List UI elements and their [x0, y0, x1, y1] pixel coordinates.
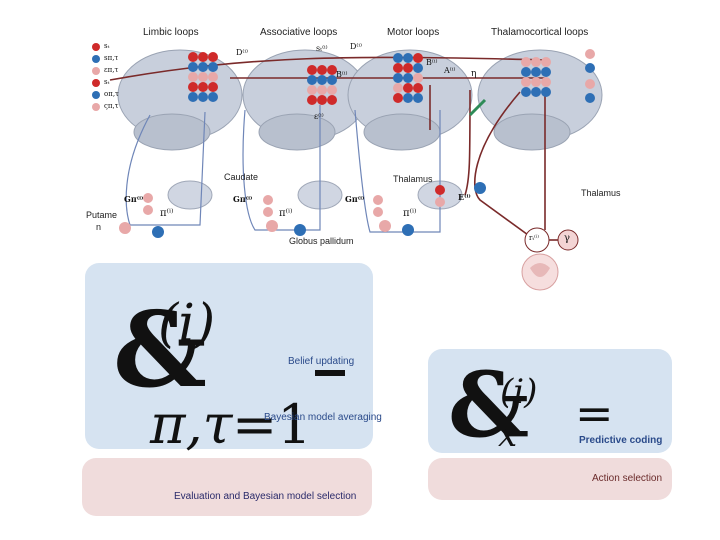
math-E: E⁽ⁱ⁾: [458, 192, 471, 202]
math-A: A⁽ⁱ⁾: [444, 66, 456, 75]
loop-motor: [354, 109, 441, 233]
label-globus: Globus pallidum: [289, 236, 354, 246]
math-B: B⁽ⁱ⁾: [336, 70, 348, 79]
label-bma: Bayesian model averaging: [264, 412, 382, 423]
big-right-subscript: x: [498, 415, 518, 455]
big-left-equals-bar: [315, 370, 345, 376]
r-node: [524, 227, 550, 253]
legend-label-2: επ,τ: [104, 66, 119, 74]
math-pi-2: π⁽ⁱ⁾: [279, 208, 293, 219]
math-s-mid: sₜ⁽ⁱ⁾: [316, 44, 328, 53]
label-caudate: Caudate: [224, 172, 259, 182]
math-G-3: Gπ⁽ⁱ⁾: [345, 194, 365, 204]
header-motor: Motor loops: [387, 27, 440, 38]
big-left-subscript: π,τ: [150, 393, 233, 456]
arrow-green: [468, 98, 487, 117]
panel-predictive: [428, 349, 672, 453]
label-thalamus-right: Thalamus: [581, 188, 621, 198]
legend-nodes-left: [92, 43, 100, 111]
node-cluster-motor: [393, 53, 423, 103]
label-belief-updating: Belief updating: [288, 356, 355, 367]
neural-diagram: [92, 43, 603, 291]
math-r: rₜ⁽ⁱ⁾: [529, 234, 539, 242]
header-limbic: Limbic loops: [143, 27, 199, 38]
basal-ganglia-1: [167, 180, 213, 210]
legend-label-5: ςπ,τ: [104, 102, 119, 110]
math-gamma: γ: [564, 233, 570, 244]
header-associative: Associative loops: [260, 27, 338, 38]
big-left-eq: =1: [232, 393, 312, 456]
math-eps: ε⁽ⁱ⁾: [314, 112, 324, 121]
loop-associative: [242, 105, 321, 231]
spinal-section: [521, 253, 559, 291]
legend-nodes-right: [585, 49, 595, 103]
math-pi-3: π⁽ⁱ⁾: [403, 208, 417, 219]
panel-evaluation: [82, 458, 372, 516]
math-G-2: Gπ⁽ⁱ⁾: [233, 194, 253, 204]
big-right-eq: =: [575, 386, 614, 440]
panel-belief-bma: [85, 263, 373, 449]
header-thalamocortical: Thalamocortical loops: [491, 27, 589, 38]
math-D: D⁽ⁱ⁾: [236, 48, 248, 57]
arrow-down-2: [464, 89, 471, 196]
math-B2: B⁽ⁱ⁾: [426, 58, 438, 67]
big-left-ampersand: &: [113, 288, 207, 411]
arrow-top: [109, 56, 546, 81]
label-action-selection: Action selection: [592, 473, 663, 484]
legend-label-1: sπ,τ: [104, 54, 119, 62]
label-evaluation: Evaluation and Bayesian model selection: [174, 491, 357, 502]
node-cluster-assoc: [307, 65, 337, 105]
big-right-superscript: (i): [500, 372, 538, 412]
math-eta: η: [471, 69, 477, 79]
label-putamen-1: Putame: [86, 210, 118, 220]
label-thalamus-mid: Thalamus: [393, 174, 433, 184]
legend-label-3: sₜ: [104, 78, 110, 86]
node-cluster-thalamo: [521, 57, 551, 97]
math-D2: D⁽ⁱ⁾: [350, 42, 362, 51]
label-putamen-2: n: [96, 222, 102, 232]
legend-label-4: oπ,τ: [104, 90, 119, 98]
panel-action: [428, 458, 672, 500]
big-left-superscript: (i): [158, 294, 216, 354]
lower-nodes: [119, 182, 486, 238]
gamma-node: [557, 229, 579, 251]
arrow-loop-right: [474, 91, 536, 241]
node-cluster-limbic: [188, 52, 218, 102]
big-right-ampersand: &: [448, 352, 530, 458]
label-predictive-coding: Predictive coding: [579, 435, 663, 446]
math-G-1: Gπ⁽ⁱ⁾: [124, 194, 144, 204]
legend-label-0: sₜ: [104, 42, 110, 50]
math-pi-1: π⁽ⁱ⁾: [160, 208, 174, 219]
